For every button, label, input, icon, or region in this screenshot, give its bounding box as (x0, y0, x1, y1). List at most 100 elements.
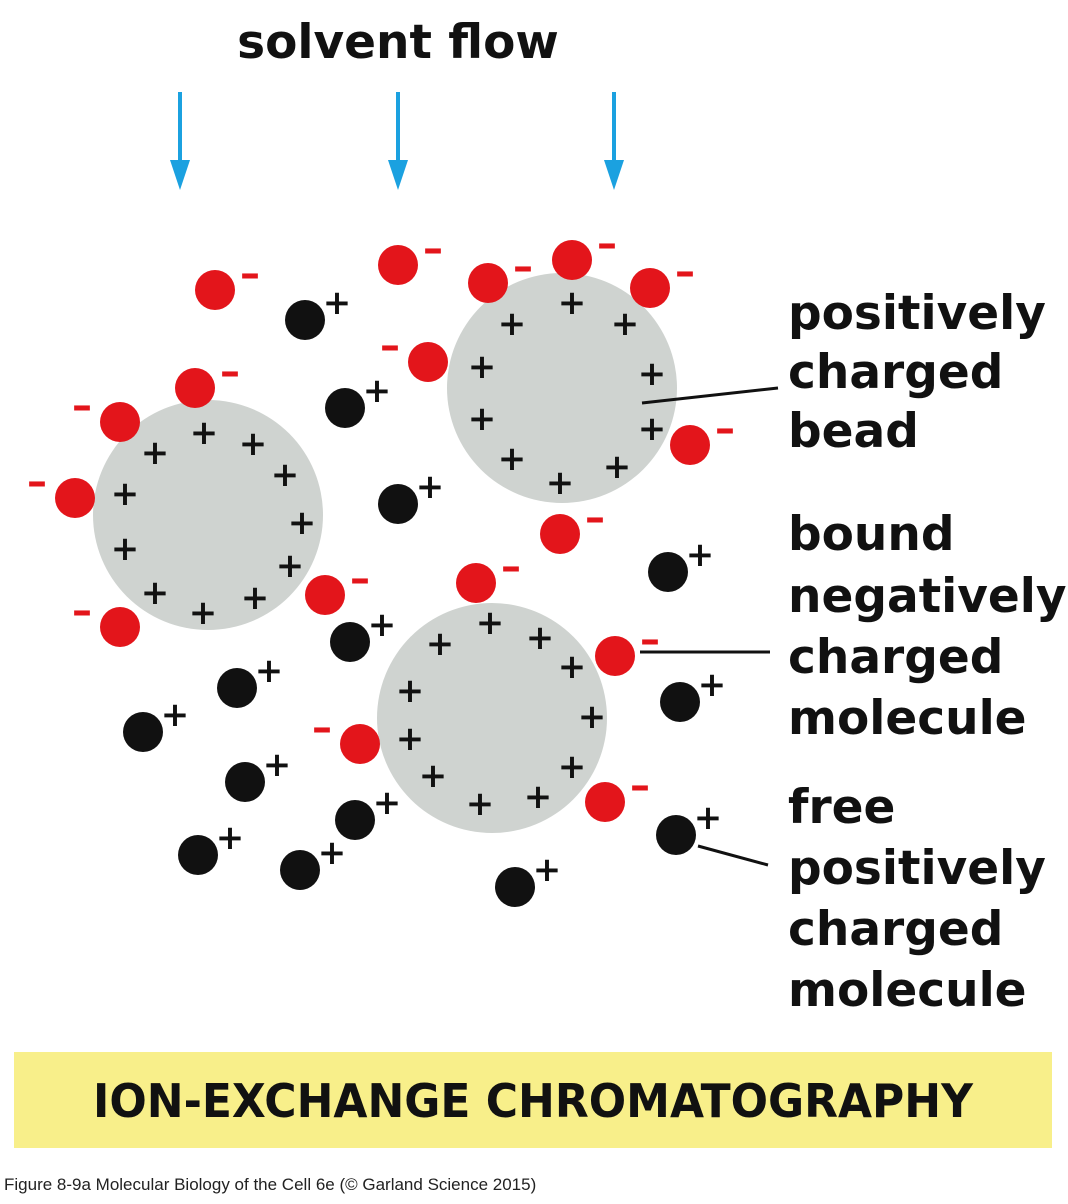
negatively-charged-molecule: – (27, 459, 95, 518)
bead-plus-sign: + (468, 347, 497, 387)
plus-sign: + (698, 665, 727, 705)
solvent-flow-title: solvent flow (237, 15, 559, 70)
bead-plus-sign: + (498, 439, 527, 479)
plus-sign: + (216, 818, 245, 858)
bead-plus-sign: + (190, 413, 219, 453)
free-label-line: free (788, 780, 895, 835)
bound-molecule-label: bound negatively charged molecule (788, 507, 1068, 746)
bead-plus-sign: + (603, 447, 632, 487)
plus-sign: + (368, 605, 397, 645)
free-leader-line (697, 844, 769, 867)
bead-plus-sign: + (498, 304, 527, 344)
minus-sign: – (312, 705, 332, 751)
positively-charged-molecule: + (225, 745, 291, 802)
bead-plus-sign: + (396, 671, 425, 711)
positively-charged-molecule: + (335, 783, 401, 840)
plus-sign: + (373, 783, 402, 823)
bound-label-line: negatively (788, 569, 1067, 624)
minus-sign: – (597, 221, 617, 267)
positively-charged-molecule: + (656, 798, 722, 855)
bound-label-line: molecule (788, 691, 1027, 746)
bead-plus-sign: + (426, 624, 455, 664)
plus-sign: + (161, 695, 190, 735)
negatively-charged-molecule: – (312, 705, 380, 764)
figure-credit: Figure 8-9a Molecular Biology of the Cel… (4, 1175, 536, 1194)
bead-plus-sign: + (111, 474, 140, 514)
free-molecule-label: free positively charged molecule (788, 780, 1062, 1018)
positively-charged-bead: +++++++++++ (377, 603, 607, 833)
bead-plus-sign: + (476, 603, 505, 643)
bead-plus-sign: + (558, 283, 587, 323)
minus-sign: – (715, 406, 735, 452)
minus-sign: – (585, 495, 605, 541)
negatively-charged-molecule: – (380, 323, 448, 382)
bead-plus-sign: + (111, 529, 140, 569)
minus-sign: – (380, 323, 400, 369)
banner-title: ION-EXCHANGE CHROMATOGRAPHY (93, 1074, 974, 1128)
bead-plus-sign: + (141, 433, 170, 473)
plus-sign: + (533, 850, 562, 890)
bead-label-line: charged (788, 345, 1003, 400)
plus-sign: + (263, 745, 292, 785)
minus-sign: – (501, 544, 521, 590)
down-arrow-icon (388, 92, 408, 190)
bead-plus-sign: + (638, 354, 667, 394)
positively-charged-molecule: + (495, 850, 561, 907)
plus-sign: + (318, 833, 347, 873)
negatively-charged-molecule: – (72, 383, 140, 442)
molecules-layer: –––––––––––––––––++++++++++++++ (27, 221, 735, 907)
bead-label-line: bead (788, 404, 919, 459)
positively-charged-bead: +++++++++++ (93, 400, 323, 633)
bead-plus-sign: + (578, 697, 607, 737)
positively-charged-molecule: + (178, 818, 244, 875)
positively-charged-molecule: + (330, 605, 396, 662)
down-arrow-icon (170, 92, 190, 190)
positively-charged-molecule: + (285, 283, 351, 340)
title-banner (14, 1052, 1052, 1148)
plus-sign: + (694, 798, 723, 838)
bead-label-line: positively (788, 286, 1046, 341)
bead-plus-sign: + (419, 756, 448, 796)
minus-sign: – (513, 244, 533, 290)
negatively-charged-molecule: – (585, 763, 650, 822)
minus-sign: – (72, 588, 92, 634)
solvent-flow-arrows (170, 92, 624, 190)
negatively-charged-molecule: – (175, 349, 240, 408)
positively-charged-molecule: + (660, 665, 726, 722)
positively-charged-molecule: + (648, 535, 714, 592)
negatively-charged-molecule: – (72, 588, 140, 647)
bead-label: positively charged bead (788, 286, 1062, 459)
free-label-line: charged (788, 902, 1003, 957)
bead-plus-sign: + (546, 463, 575, 503)
minus-sign: – (675, 249, 695, 295)
bead-leader-line (641, 386, 779, 405)
positively-charged-molecule: + (217, 651, 283, 708)
bead-plus-sign: + (524, 777, 553, 817)
bead-plus-sign: + (271, 455, 300, 495)
bead-plus-sign: + (396, 719, 425, 759)
free-label-line: positively (788, 841, 1046, 896)
bead-plus-sign: + (468, 399, 497, 439)
negatively-charged-molecule: – (378, 226, 443, 285)
bead-plus-sign: + (526, 618, 555, 658)
bead-plus-sign: + (558, 647, 587, 687)
negatively-charged-molecule: – (195, 251, 260, 310)
negatively-charged-molecule: – (305, 556, 370, 615)
bead-plus-sign: + (638, 409, 667, 449)
negatively-charged-molecule: – (670, 406, 735, 465)
bound-label-line: charged (788, 630, 1003, 685)
positively-charged-molecule: + (280, 833, 346, 890)
minus-sign: – (27, 459, 47, 505)
bead-plus-sign: + (466, 784, 495, 824)
plus-sign: + (323, 283, 352, 323)
positively-charged-molecule: + (378, 467, 444, 524)
negatively-charged-molecule: – (595, 617, 660, 676)
negatively-charged-molecule: – (630, 249, 695, 308)
bound-label-line: bound (788, 507, 955, 562)
positively-charged-molecule: + (123, 695, 189, 752)
bead-plus-sign: + (189, 593, 218, 633)
free-label-line: molecule (788, 963, 1027, 1018)
minus-sign: – (423, 226, 443, 272)
negatively-charged-molecule: – (552, 221, 617, 280)
